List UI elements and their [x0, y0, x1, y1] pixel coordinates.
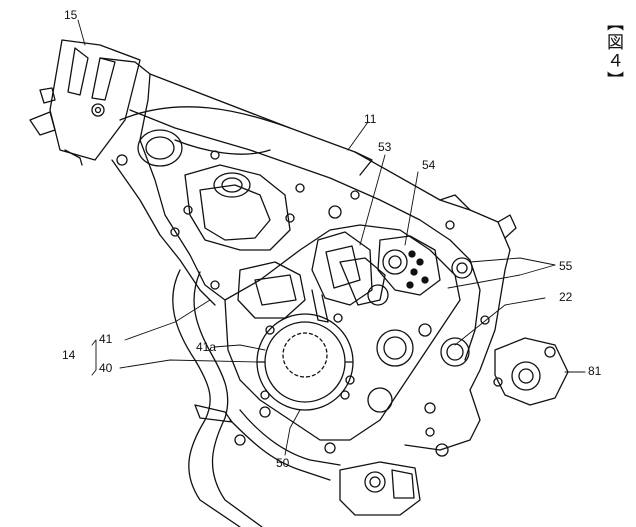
figure-title: 【図４】 — [603, 14, 623, 90]
label-50: 50 — [276, 456, 290, 470]
bolt-heads — [170, 150, 490, 454]
rear-bracket — [404, 214, 569, 451]
actuator-cluster — [377, 235, 441, 296]
label-14: 14 — [62, 348, 76, 362]
exhaust-pipes — [172, 269, 341, 527]
engine-unit — [184, 164, 461, 441]
label-22: 22 — [559, 290, 573, 304]
label-54: 54 — [422, 158, 436, 172]
head-pipe — [29, 39, 141, 166]
label-15: 15 — [64, 8, 78, 22]
label-41: 41 — [99, 332, 113, 346]
label-41a: 41a — [196, 340, 217, 354]
throttle-body — [311, 231, 389, 323]
label-55: 55 — [559, 259, 573, 273]
frame-fittings — [367, 257, 473, 457]
main-frame — [99, 57, 511, 391]
label-11: 11 — [364, 112, 377, 126]
lower-component — [339, 461, 421, 516]
crank-case-cover — [256, 313, 354, 411]
label-53: 53 — [378, 140, 392, 154]
leader-lines — [77, 19, 586, 456]
label-81: 81 — [588, 364, 602, 378]
label-40: 40 — [99, 361, 113, 375]
